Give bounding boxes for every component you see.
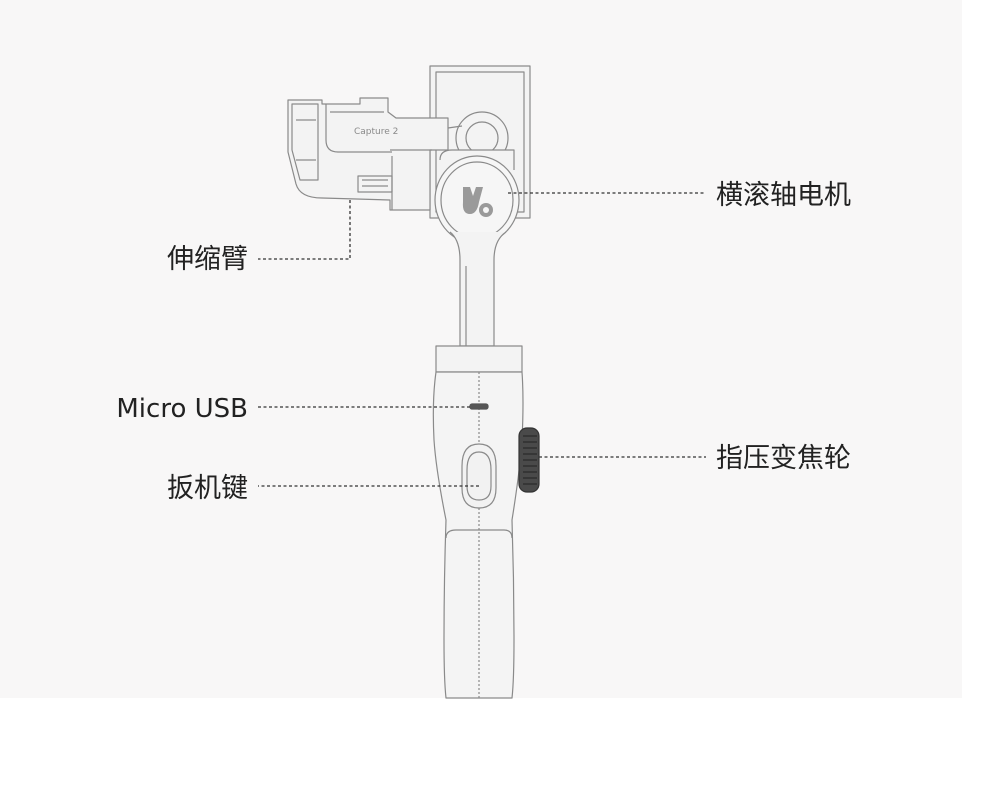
trigger-button	[461, 443, 497, 509]
device-print: Capture 2	[354, 127, 398, 137]
brand-logo-icon	[462, 187, 493, 217]
micro-usb-port	[469, 403, 489, 410]
zoom-wheel	[518, 427, 540, 493]
telescopic-arm	[287, 97, 449, 211]
callout-trigger: 扳机键	[167, 473, 248, 504]
leader-telescopic-arm	[258, 200, 351, 260]
callout-roll-motor: 横滚轴电机	[716, 180, 851, 211]
handle-body	[432, 371, 524, 699]
callout-zoom-wheel: 指压变焦轮	[716, 443, 851, 474]
handle-collar	[435, 345, 523, 373]
callout-telescopic-arm: 伸缩臂	[167, 244, 248, 275]
leader-lines	[258, 192, 706, 487]
callout-micro-usb: Micro USB	[116, 394, 248, 424]
